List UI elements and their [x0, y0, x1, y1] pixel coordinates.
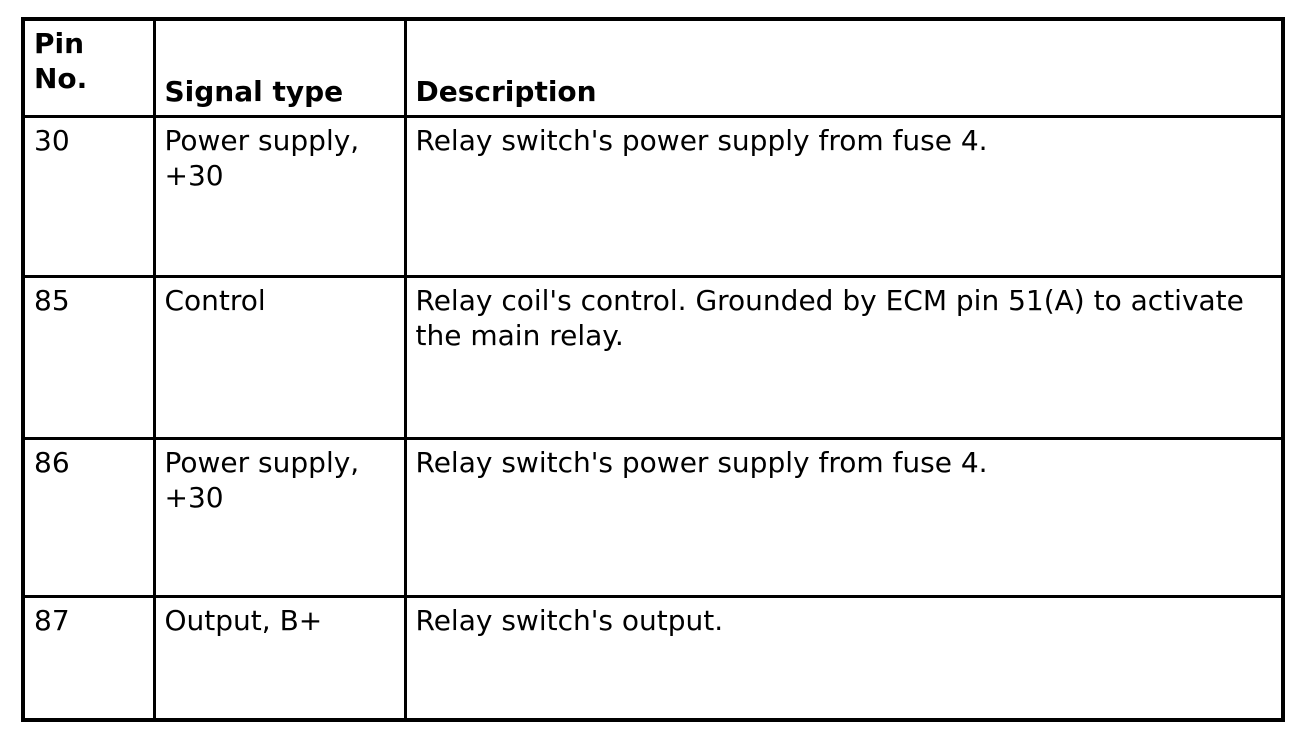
header-row: Pin No. Signal type Description — [21, 17, 1285, 118]
description-cell: Relay coil's control. Grounded by ECM pi… — [403, 274, 1285, 440]
pin-no-cell: 85 — [21, 274, 156, 440]
table-row-pin-87: 87 Output, B+ Relay switch's output. — [21, 594, 1285, 722]
description-cell: Relay switch's output. — [403, 594, 1285, 722]
pin-no-cell: 87 — [21, 594, 156, 722]
pin-no-cell: 30 — [21, 114, 156, 278]
signal-type-cell: Power supply, +30 — [152, 114, 407, 278]
column-header-signal-type: Signal type — [152, 17, 407, 118]
pin-no-cell: 86 — [21, 436, 156, 598]
signal-type-cell: Output, B+ — [152, 594, 407, 722]
table-row-pin-86: 86 Power supply, +30 Relay switch's powe… — [21, 436, 1285, 598]
table-row-pin-85: 85 Control Relay coil's control. Grounde… — [21, 274, 1285, 440]
signal-type-cell: Power supply, +30 — [152, 436, 407, 598]
description-cell: Relay switch's power supply from fuse 4. — [403, 114, 1285, 278]
column-header-pin-no: Pin No. — [21, 17, 156, 118]
table-row-pin-30: 30 Power supply, +30 Relay switch's powe… — [21, 114, 1285, 278]
signal-type-cell: Control — [152, 274, 407, 440]
column-header-description: Description — [403, 17, 1285, 118]
description-cell: Relay switch's power supply from fuse 4. — [403, 436, 1285, 598]
relay-pin-table: Pin No. Signal type Description 30 Power… — [21, 17, 1285, 722]
